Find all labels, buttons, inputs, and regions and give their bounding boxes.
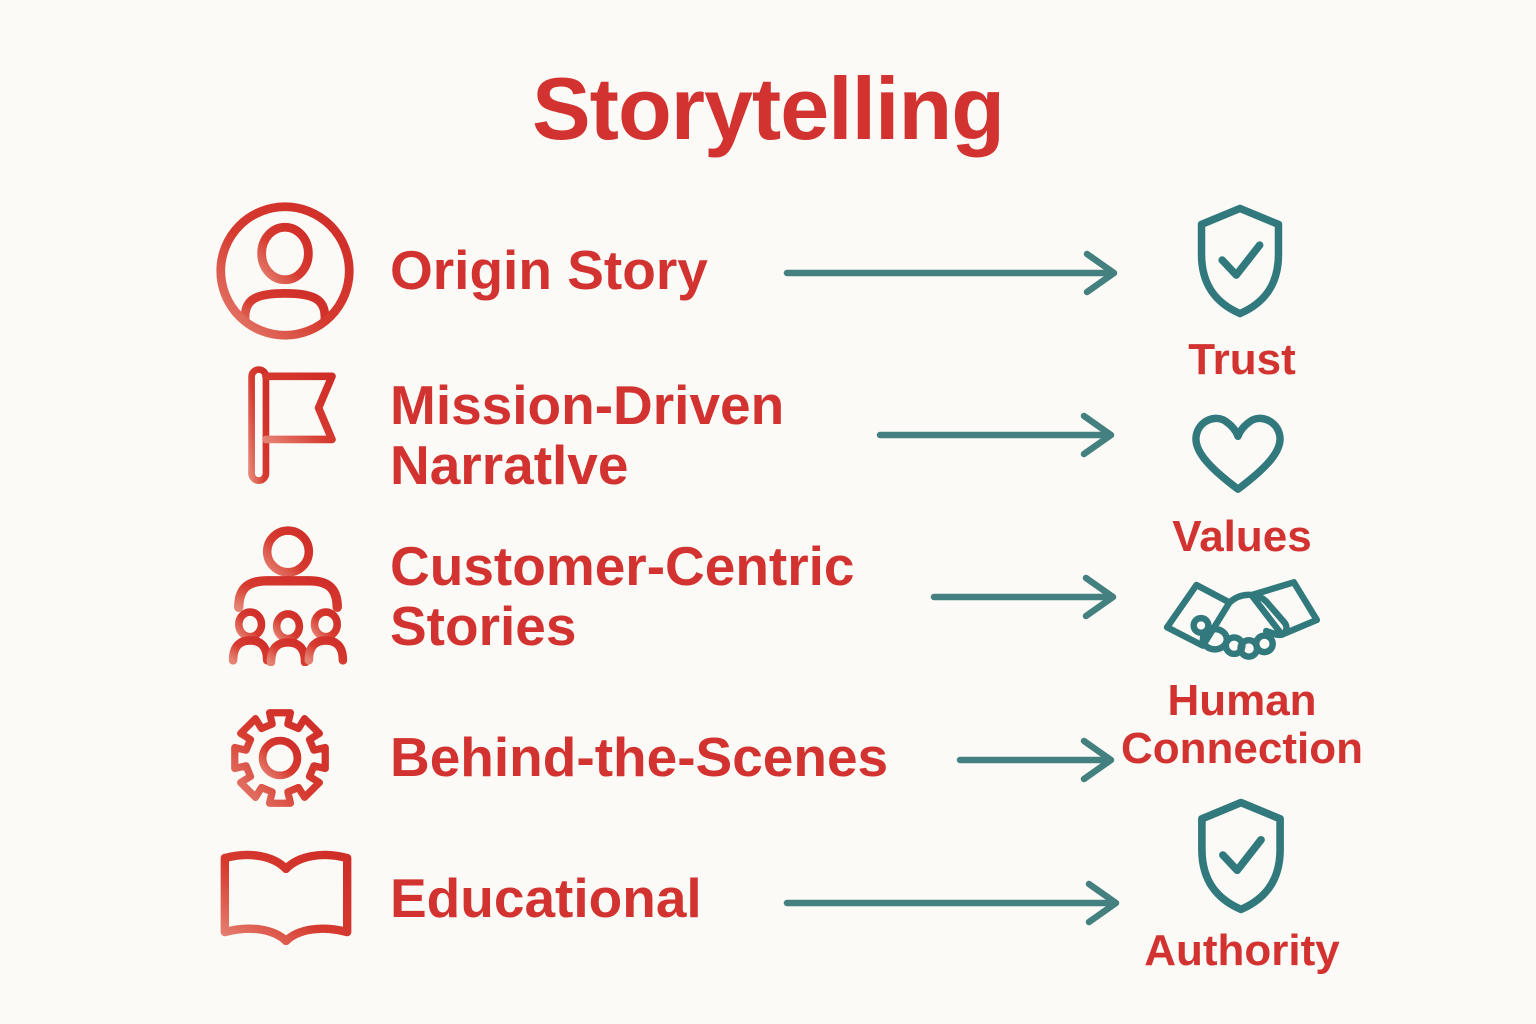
arrow-mission-to-values [876,412,1115,458]
flag-icon [224,360,350,494]
arrow-behind-to-connection [956,737,1115,783]
handshake-icon [1156,572,1326,678]
arrow-customer-to-connection [930,574,1117,620]
heart-icon [1180,402,1296,504]
shield-check-icon [1188,200,1292,322]
page-title: Storytelling [531,59,1005,158]
gear-icon [222,696,338,820]
outcome-label-authority: Authority [1144,926,1340,975]
outcome-label-trust: Trust [1188,335,1296,384]
story-type-label-customer-centric: Customer-Centric Stories [390,535,855,657]
arrow-origin-to-trust [783,250,1118,296]
arrow-educational-to-authority [783,880,1120,926]
story-type-label-behind-the-scenes: Behind-the-Scenes [390,726,889,788]
shield-check-icon [1188,794,1294,918]
outcome-label-human-connection: Human Connection [1121,676,1363,773]
outcome-label-values: Values [1172,512,1312,561]
user-avatar-icon [212,198,358,344]
people-group-icon [220,524,356,666]
story-type-label-educational: Educational [390,867,702,929]
story-type-label-mission-driven: Mission-Driven Narratlve [390,374,785,496]
open-book-icon [212,844,360,960]
story-type-label-origin-story: Origin Story [390,239,708,301]
